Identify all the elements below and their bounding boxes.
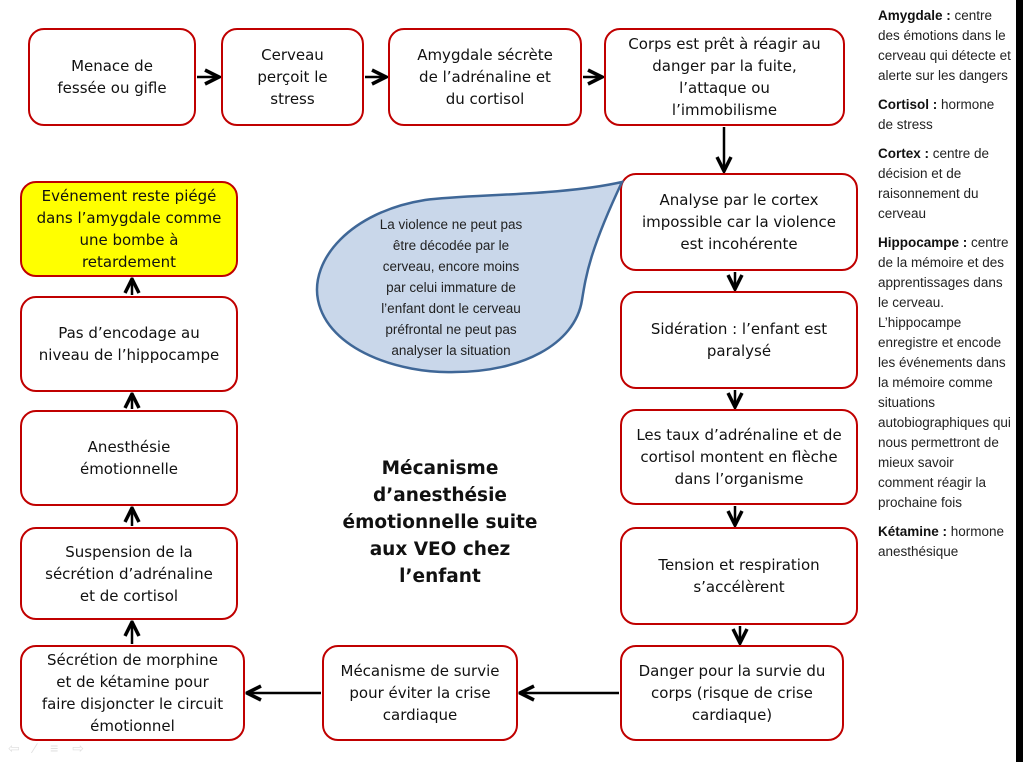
- box-anesthesie: Anesthésie émotionnelle: [20, 410, 238, 506]
- box-corps: Corps est prêt à réagir au danger par la…: [604, 28, 845, 126]
- box-survie: Mécanisme de survie pour éviter la crise…: [322, 645, 518, 741]
- box-sideration: Sidération : l’enfant est paralysé: [620, 291, 858, 389]
- box-taux: Les taux d’adrénaline et de cortisol mon…: [620, 409, 858, 505]
- box-amygdale: Amygdale sécrète de l’adrénaline et du c…: [388, 28, 582, 126]
- glossary-term: Cortex :: [878, 146, 930, 161]
- glossary-definition: centre de la mémoire et des apprentissag…: [878, 235, 1011, 510]
- box-suspension: Suspension de la sécrétion d’adrénaline …: [20, 527, 238, 620]
- box-secretion: Sécrétion de morphine et de kétamine pou…: [20, 645, 245, 741]
- glossary-definition: centre des émotions dans le cerveau qui …: [878, 8, 1011, 83]
- glossary-entry-hippocampe: Hippocampe : centre de la mémoire et des…: [878, 233, 1012, 513]
- glossary-entry-cortex: Cortex : centre de décision et de raison…: [878, 144, 1012, 224]
- glossary-definition: centre de décision et de raisonnement du…: [878, 146, 990, 221]
- glossary-term: Hippocampe :: [878, 235, 968, 250]
- box-cerveau: Cerveau perçoit le stress: [221, 28, 364, 126]
- glossary-term: Cortisol :: [878, 97, 938, 112]
- glossary-entry-amygdale: Amygdale : centre des émotions dans le c…: [878, 6, 1012, 86]
- box-evenement-highlighted: Evénement reste piégé dans l’amygdale co…: [20, 181, 238, 277]
- slideshow-nav: ⇦ ∕ ≡ ⇨: [8, 740, 84, 757]
- black-edge-strip: [1016, 0, 1023, 762]
- box-encodage: Pas d’encodage au niveau de l’hippocampe: [20, 296, 238, 392]
- box-tension: Tension et respiration s’accélèrent: [620, 527, 858, 625]
- next-icon[interactable]: ⇨: [72, 740, 84, 756]
- box-menace: Menace de fessée ou gifle: [28, 28, 196, 126]
- glossary-entry-ketamine: Kétamine : hormone anesthésique: [878, 522, 1012, 562]
- box-analyse: Analyse par le cortex impossible car la …: [620, 173, 858, 271]
- box-danger: Danger pour la survie du corps (risque d…: [620, 645, 844, 741]
- pen-icon[interactable]: ∕: [33, 740, 37, 756]
- glossary-definition: hormone anesthésique: [878, 524, 1005, 559]
- glossary-entry-cortisol: Cortisol : hormone de stress: [878, 95, 1012, 135]
- glossary: Amygdale : centre des émotions dans le c…: [878, 6, 1012, 571]
- previous-icon[interactable]: ⇦: [8, 740, 20, 756]
- callout-text: La violence ne peut pas être décodée par…: [379, 217, 523, 358]
- diagram-title: Mécanisme d’anesthésie émotionnelle suit…: [342, 458, 538, 587]
- glossary-term: Amygdale :: [878, 8, 951, 23]
- menu-icon[interactable]: ≡: [50, 740, 59, 756]
- glossary-term: Kétamine :: [878, 524, 948, 539]
- glossary-definition: hormone de stress: [878, 97, 995, 132]
